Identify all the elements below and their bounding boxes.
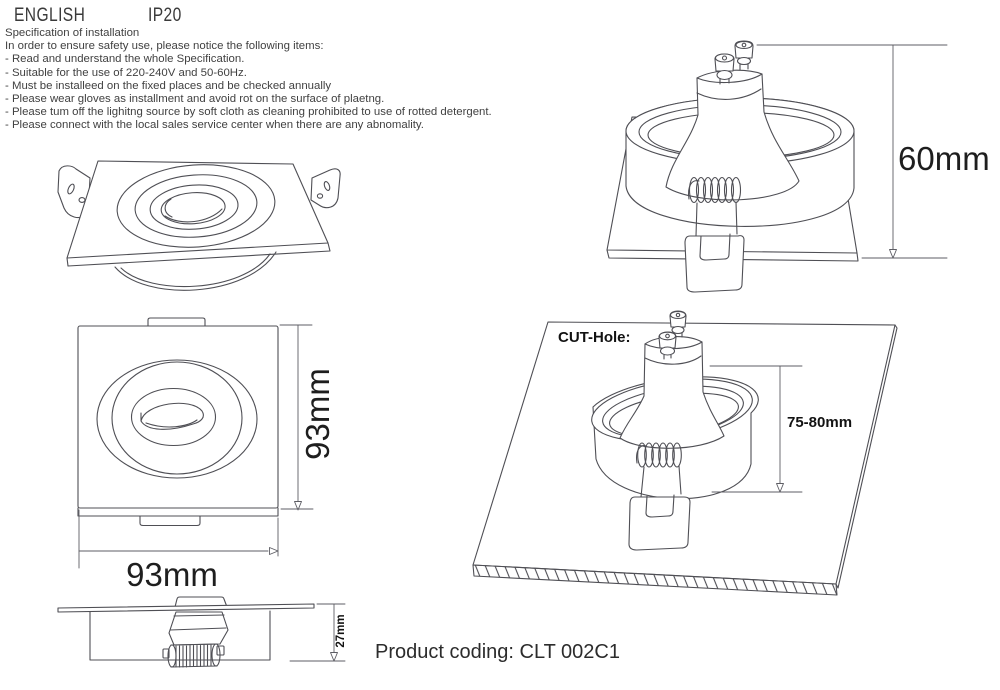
overall-height-dimension: 60mm	[898, 140, 990, 177]
specification-text: Specification of installation In order t…	[5, 27, 492, 133]
spec-item: - Suitable for the use of 220-240V and 5…	[5, 66, 247, 79]
cut-hole-diameter-dimension: 75-80mm	[787, 414, 853, 431]
front-view-drawing	[77, 317, 314, 569]
language-title: ENGLISH	[14, 5, 86, 26]
spec-item: - Please tum off the lighitng source by …	[5, 106, 492, 119]
spec-item: - Please wear gloves as installment and …	[5, 93, 385, 106]
spec-item: - Must be installeed on the fixed places…	[5, 79, 332, 92]
mounted-fixture-perspective-drawing	[606, 40, 948, 293]
cut-hole-drawing	[472, 310, 898, 596]
trim-frame-perspective-drawing	[57, 160, 341, 291]
spec-intro: In order to ensure safety use, please no…	[5, 40, 324, 53]
side-view-drawing	[57, 596, 346, 668]
spec-item: - Please connect with the local sales se…	[5, 119, 424, 132]
spec-item: - Read and understand the whole Specific…	[5, 53, 245, 66]
spec-title: Specification of installation	[5, 27, 140, 39]
retention-spring	[688, 176, 742, 204]
face-height-dimension: 93mm	[299, 368, 336, 460]
face-width-dimension: 93mm	[126, 556, 218, 593]
recess-depth-dimension: 27mm	[335, 614, 347, 648]
product-coding: Product coding: CLT 002C1	[375, 641, 620, 663]
retention-spring	[636, 442, 682, 468]
ip-rating: IP20	[148, 5, 182, 26]
cut-hole-label: CUT-Hole:	[558, 329, 631, 346]
